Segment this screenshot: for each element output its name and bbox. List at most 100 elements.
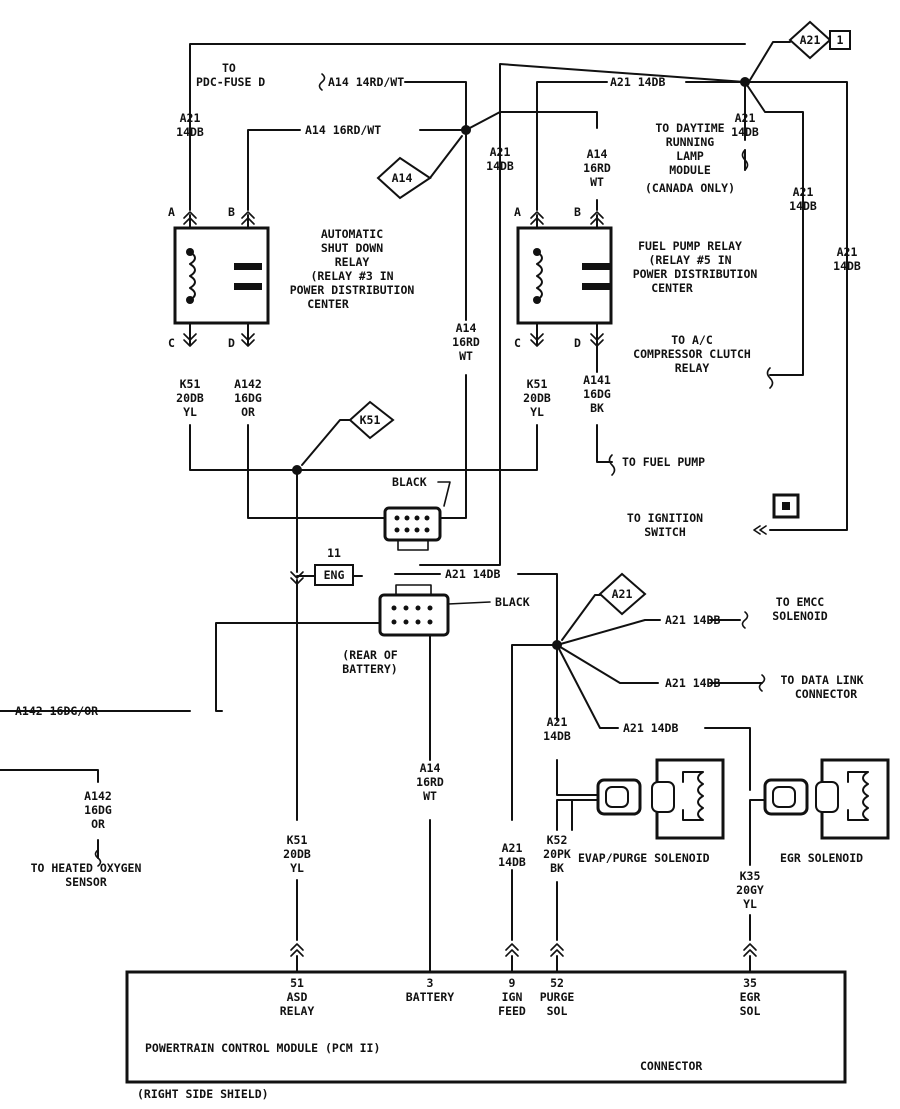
egr-solenoid (763, 758, 890, 840)
pcm-pin-3-line1: BATTERY (406, 990, 455, 1004)
splice-a14 (461, 125, 471, 135)
wire-a14-14rdwt-label: A14 14RD/WT (328, 75, 404, 89)
splice-k51 (292, 465, 302, 475)
wire-a21-top (189, 43, 746, 211)
pcm-pin-51-num: 51 (290, 976, 304, 990)
flag-a21-label: A21 (800, 33, 821, 47)
flag-k51: K51 (301, 400, 395, 466)
wire-a21-ign-a: A21 (837, 245, 858, 259)
wire-a141 (596, 334, 613, 463)
wire-k51-asd-a: K51 (180, 377, 201, 391)
rear-battery-line1: (REAR OF (342, 648, 397, 662)
wire-a21-ign-feed-a: A21 (502, 841, 523, 855)
pcm-pin-35-line2: SOL (740, 1004, 761, 1018)
asd-line2: SHUT DOWN (321, 241, 383, 255)
wire-a21-ac (744, 81, 804, 376)
wire-a14-asd-b (247, 129, 467, 211)
wire-k35-b: 20GY (736, 883, 764, 897)
pcm-pin-51-line1: ASD (287, 990, 308, 1004)
pcm-pin-52-line2: SOL (547, 1004, 568, 1018)
black-label-battery: BLACK (495, 595, 530, 609)
flag-a21-lower-label: A21 (612, 587, 633, 601)
pdc-fuse-to: TO (222, 61, 236, 75)
fp-line3: POWER DISTRIBUTION (633, 267, 758, 281)
wire-a141-a: A141 (583, 373, 611, 387)
wire-a14-pdc (404, 81, 467, 131)
asd-pin-c: C (168, 336, 175, 350)
fp-line4: CENTER (651, 281, 693, 295)
egr-solenoid-label: EGR SOLENOID (780, 851, 863, 865)
pcm-pin-52-line1: PURGE (540, 990, 575, 1004)
wire-a21-ign-b: 14DB (833, 259, 861, 273)
wire-a141-c: BK (590, 401, 604, 415)
wire-a14-fp-b: 16RD (583, 161, 611, 175)
pcm-pin-35-line1: EGR (740, 990, 761, 1004)
wire-a14-16rdwt-label: A14 16RD/WT (305, 123, 381, 137)
wire-a21-emcc-label: A21 14DB (665, 613, 720, 627)
asd-relay (173, 214, 270, 336)
wires (0, 43, 848, 976)
fuel-pump-label: TO FUEL PUMP (622, 455, 705, 469)
wire-evap-feed (556, 644, 601, 796)
wire-k51-fp-b: 20DB (523, 391, 551, 405)
eng-ground: ENG 11 (314, 546, 354, 586)
flag-a21-lower: A21 (561, 572, 647, 641)
wire-a21-egr-label: A21 14DB (623, 721, 678, 735)
wire-k52-b: 20PK (543, 847, 571, 861)
wire-a142-o2 (0, 622, 381, 712)
flag-a14: A14 (376, 135, 463, 200)
wire-a14-pcm-a: A14 (420, 761, 441, 775)
fp-pin-a: A (514, 205, 521, 219)
wire-a14-vert-b: 16RD (452, 335, 480, 349)
wire-k51-fp-c: YL (530, 405, 544, 419)
wire-k35 (749, 799, 766, 941)
ac-line3: RELAY (675, 361, 710, 375)
wire-a21-mid-a: A21 (490, 145, 511, 159)
wire-a21-mid-b: 14DB (486, 159, 514, 173)
wire-a21-ign-feed-b: 14DB (498, 855, 526, 869)
wire-k51-asd-c: YL (183, 405, 197, 419)
wire-a142-o2-b: 16DG (84, 803, 112, 817)
pcm-pin-35-num: 35 (743, 976, 757, 990)
wire-k51-asd-b: 20DB (176, 391, 204, 405)
pcm-box (125, 970, 847, 1084)
wire-a142-asd-a: A142 (234, 377, 262, 391)
wire-a21-connector-label: A21 14DB (445, 567, 500, 581)
wire-k52-c: BK (550, 861, 564, 875)
eng-number: 11 (327, 546, 341, 560)
solenoid-coil-icon (847, 771, 869, 821)
wire-a14-pcm-b: 16RD (416, 775, 444, 789)
splice-a21-lower (552, 640, 562, 650)
wire-a21-drl-b: 14DB (731, 125, 759, 139)
wire-a142-o2-c: OR (91, 817, 105, 831)
wire-egr-feed (556, 644, 751, 791)
wire-k51-pcm-b: 20DB (283, 847, 311, 861)
pcm-pin-9-line2: FEED (498, 1004, 526, 1018)
wire-emcc (556, 619, 741, 646)
destination-marks (94, 73, 774, 867)
pcm-pin-3-num: 3 (427, 976, 434, 990)
wire-a14-fp-c: WT (590, 175, 604, 189)
ignition-switch-icon (753, 493, 800, 535)
wire-a21-ac-a: A21 (793, 185, 814, 199)
asd-pin-a: A (168, 205, 175, 219)
o2-line2: SENSOR (65, 875, 107, 889)
ac-line1: TO A/C (671, 333, 713, 347)
pdc-fuse-label: PDC-FUSE D (196, 75, 265, 89)
drl-line1: TO DAYTIME (655, 121, 724, 135)
asd-line4: (RELAY #3 IN (310, 269, 393, 283)
wire-a142-o2-label: A142 16DG/OR (15, 704, 98, 718)
asd-line5: POWER DISTRIBUTION (290, 283, 415, 297)
black-label-top: BLACK (392, 475, 427, 489)
pcm-pin-9-line1: IGN (502, 990, 523, 1004)
wire-a14-fp-a: A14 (587, 147, 608, 161)
wire-a21-evap-a: A21 (547, 715, 568, 729)
drl-line2: RUNNING (666, 135, 715, 149)
emcc-line1: TO EMCC (776, 595, 825, 609)
wire-dlc (556, 644, 763, 684)
wire-a21-left-a: A21 (180, 111, 201, 125)
ign-line1: TO IGNITION (627, 511, 703, 525)
evap-solenoid (596, 758, 725, 840)
wire-a21-ac-b: 14DB (789, 199, 817, 213)
